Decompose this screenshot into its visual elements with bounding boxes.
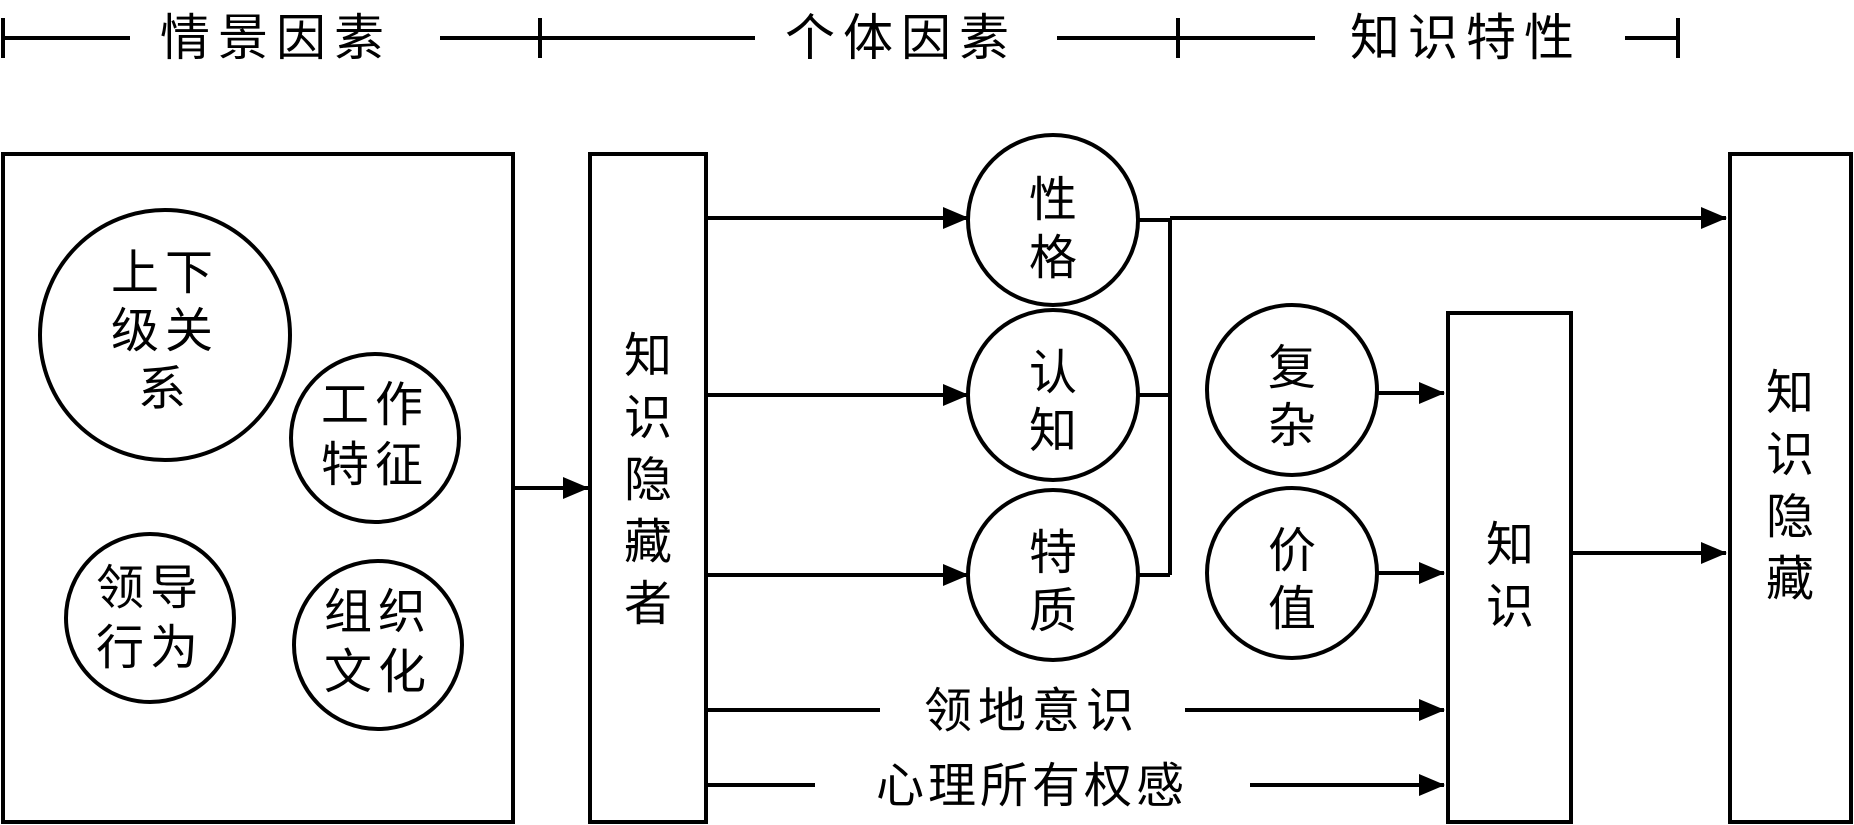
label-work-characteristics: 工作特征 xyxy=(321,377,429,493)
label-complexity: 复杂 xyxy=(1268,340,1316,454)
label-value: 价值 xyxy=(1268,523,1316,637)
label-territorial-awareness: 领地意识 xyxy=(924,683,1140,739)
label-superior-subordinate: 上下级关系 xyxy=(111,245,219,417)
label-leadership-behavior: 领导行为 xyxy=(96,560,204,676)
circle-work-characteristics xyxy=(289,352,461,524)
label-knowledge-hiding: 知识隐藏 xyxy=(1766,365,1814,607)
circle-organizational-culture xyxy=(292,559,464,731)
header-knowledge-traits: 知识特性 xyxy=(1350,9,1582,67)
label-cognition: 认知 xyxy=(1029,345,1077,459)
circle-leadership-behavior xyxy=(64,532,236,704)
knowledge-hider-box xyxy=(588,152,708,824)
label-knowledge-hider: 知识隐藏者 xyxy=(624,328,672,632)
header-individual-factors: 个体因素 xyxy=(785,9,1017,67)
header-situational-factors: 情景因素 xyxy=(160,9,392,67)
knowledge-hiding-outcome-box xyxy=(1728,152,1853,824)
circle-superior-subordinate xyxy=(38,208,292,462)
label-knowledge: 知识 xyxy=(1486,517,1534,635)
label-organizational-culture: 组织文化 xyxy=(324,584,432,700)
label-traits: 特质 xyxy=(1029,525,1077,639)
label-personality: 性格 xyxy=(1029,172,1077,286)
knowledge-box xyxy=(1446,311,1573,824)
label-psychological-ownership: 心理所有权感 xyxy=(876,758,1188,814)
circle-complexity xyxy=(1205,303,1379,477)
